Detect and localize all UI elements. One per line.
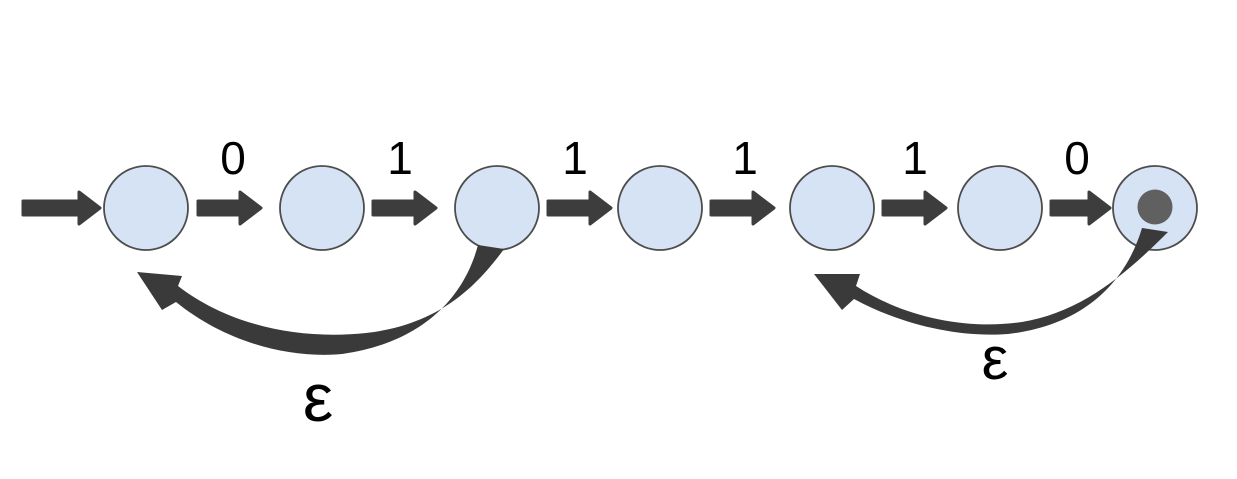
state-q4 bbox=[789, 165, 875, 251]
transition-arrow-q1-q2 bbox=[371, 190, 438, 226]
transition-label: 0 bbox=[220, 132, 246, 184]
state-q3 bbox=[617, 165, 703, 251]
state-q5 bbox=[957, 165, 1043, 251]
transition-arrow-q4-q5 bbox=[881, 190, 948, 226]
straight-arrows-layer bbox=[21, 190, 1112, 226]
transition-arrow-q0-q1 bbox=[196, 190, 263, 226]
transition-label: 1 bbox=[562, 132, 588, 184]
epsilon-curves-layer bbox=[137, 228, 1168, 355]
epsilon-label: ε bbox=[303, 360, 333, 436]
state-q1 bbox=[279, 165, 365, 251]
start-arrow bbox=[21, 190, 102, 226]
epsilon-arrow-q6-q4 bbox=[814, 228, 1168, 335]
transition-arrow-q2-q3 bbox=[546, 190, 613, 226]
state-q0 bbox=[103, 165, 189, 251]
transition-label: 1 bbox=[387, 132, 413, 184]
transition-arrow-q5-q6 bbox=[1049, 190, 1112, 226]
transition-label: 1 bbox=[902, 132, 928, 184]
transition-label: 1 bbox=[732, 132, 758, 184]
accepting-state-dot bbox=[1137, 189, 1173, 225]
accept-dots-layer bbox=[1137, 189, 1173, 225]
epsilon-label: ε bbox=[982, 325, 1009, 392]
labels-layer: 0 1 1 1 1 0 ε ε bbox=[220, 132, 1090, 436]
state-q2 bbox=[454, 165, 540, 251]
transition-arrow-q3-q4 bbox=[709, 190, 776, 226]
states-layer bbox=[103, 165, 1198, 251]
transition-label: 0 bbox=[1064, 132, 1090, 184]
epsilon-arrow-q2-q0 bbox=[137, 245, 504, 355]
